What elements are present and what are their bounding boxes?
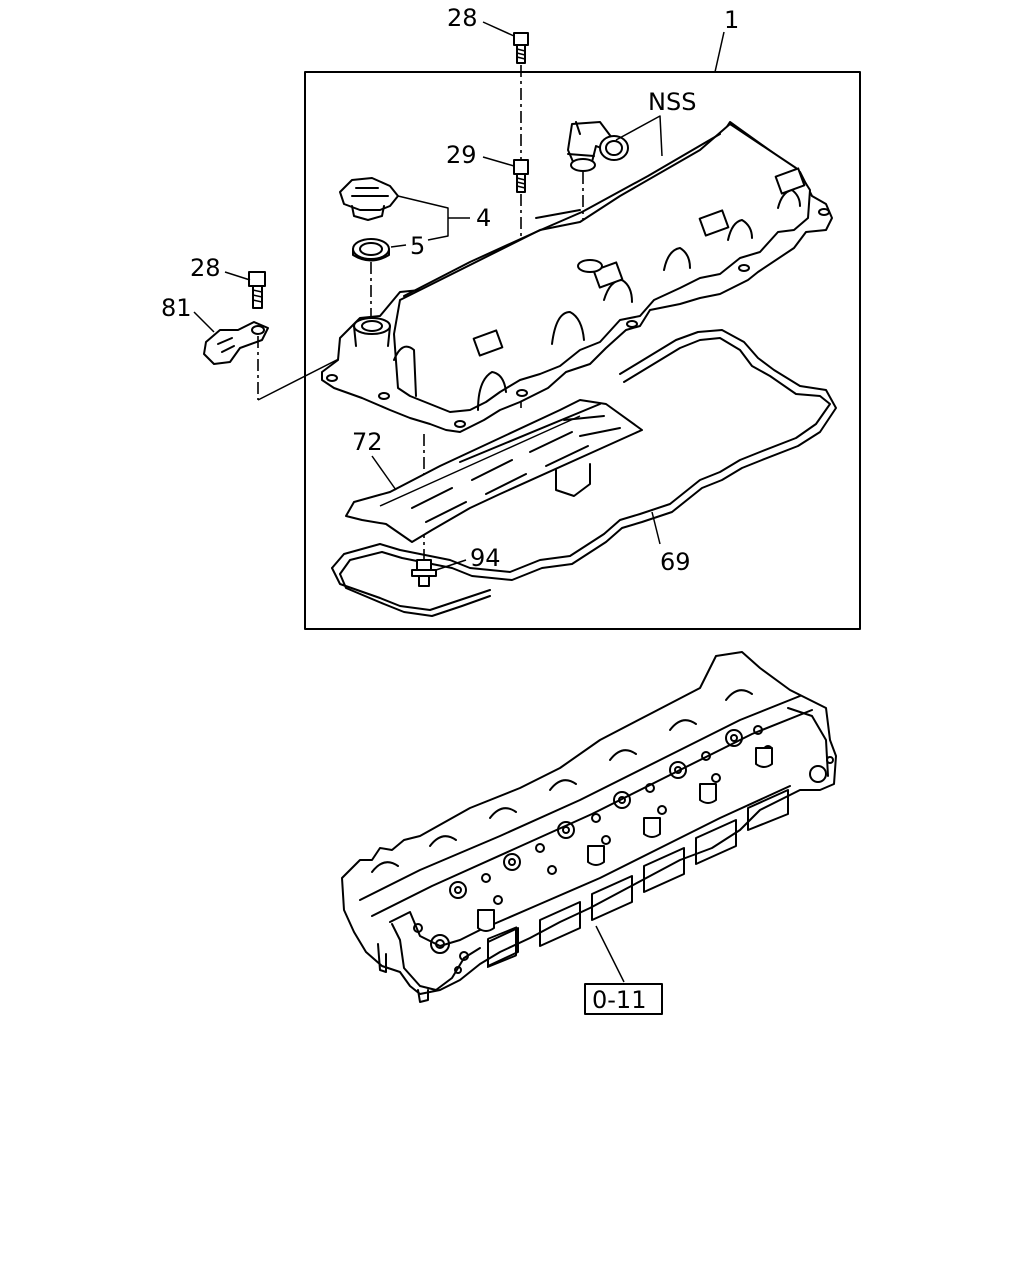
callout-29: 29	[446, 141, 477, 169]
cylinder-head	[341, 651, 837, 1003]
oil-filler-cap	[339, 177, 399, 221]
leader-1	[714, 31, 725, 73]
bolt-29	[513, 159, 529, 193]
callout-nss: NSS	[648, 88, 696, 116]
stud-94	[411, 559, 437, 587]
callout-28-bracket: 28	[190, 254, 221, 282]
leader-nss	[615, 115, 663, 157]
gasket	[331, 329, 837, 617]
callout-72: 72	[352, 428, 383, 456]
callout-5: 5	[410, 232, 425, 260]
rocker-cover	[321, 121, 833, 433]
callout-94: 94	[470, 544, 501, 572]
bracket-81	[203, 321, 269, 365]
leader-5	[390, 244, 407, 248]
callout-81: 81	[161, 294, 192, 322]
ref-label: 0-11	[592, 986, 646, 1014]
breather-elbow	[567, 121, 629, 172]
leader-72	[371, 455, 397, 491]
leader-28-top	[482, 21, 515, 37]
ref-box	[584, 983, 663, 1015]
leader-29	[482, 156, 515, 167]
callout-69: 69	[660, 548, 691, 576]
callout-28-top: 28	[447, 4, 478, 32]
seal-ring	[352, 238, 390, 262]
bolt-28-top	[513, 32, 529, 64]
leader-81	[193, 311, 215, 333]
callout-1: 1	[724, 6, 739, 34]
leader-4	[397, 195, 449, 241]
bolt-28-bracket	[248, 271, 266, 309]
assembly-frame	[304, 71, 861, 630]
leader-ref	[595, 925, 625, 983]
leader-69	[651, 511, 661, 545]
baffle-plate	[345, 399, 643, 543]
callout-4: 4	[476, 204, 491, 232]
leader-28-bracket	[224, 271, 251, 281]
leader-94	[435, 559, 467, 571]
